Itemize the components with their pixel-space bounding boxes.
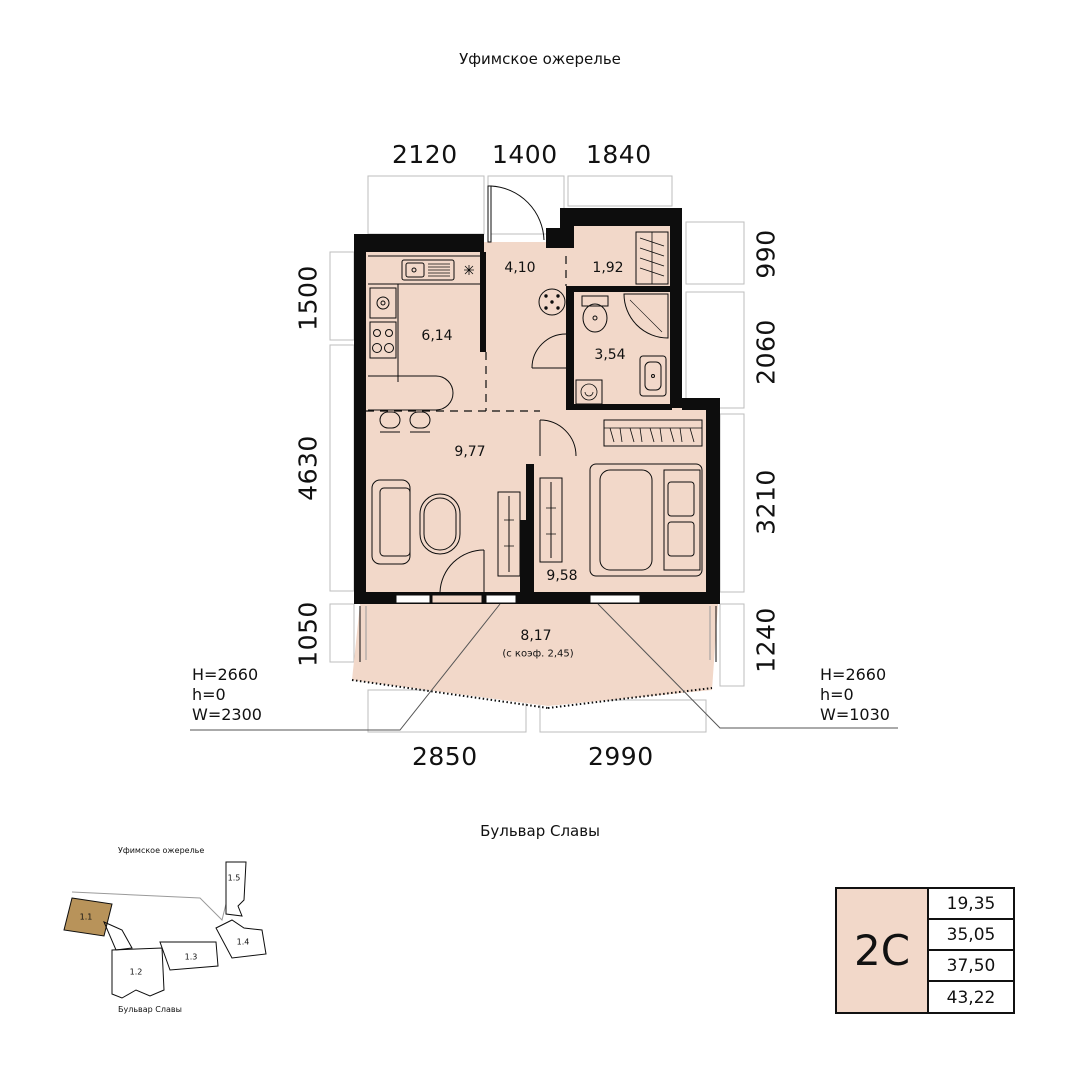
room-area-living: 9,77 — [454, 444, 486, 460]
site-map-street-bottom: Бульвар Славы — [118, 1005, 182, 1014]
site-map-street-top: Уфимское ожерелье — [118, 846, 205, 855]
balcony-floor — [352, 604, 718, 706]
street-bottom: Бульвар Славы — [480, 822, 600, 840]
bedroom-furniture — [539, 419, 703, 577]
window-spec-left: H=2660 h=0 W=2300 — [192, 665, 262, 725]
window-spec-right-height: H=2660 — [820, 665, 887, 684]
interior-doors — [439, 333, 577, 593]
dim-top-1: 2120 — [392, 140, 458, 169]
windows — [395, 594, 641, 604]
balcony-outline — [351, 606, 717, 709]
area-without-balcony: 35,05 — [929, 920, 1013, 951]
area-total: 37,50 — [929, 951, 1013, 982]
entry-door — [487, 185, 545, 243]
hall-fixtures — [538, 288, 566, 316]
site-section-1.3 — [159, 941, 219, 971]
room-area-bathroom: 3,54 — [594, 347, 626, 363]
site-section-1.1 — [63, 897, 113, 937]
dim-bottom-2: 2990 — [588, 742, 654, 771]
window-spec-right-width: W=1030 — [820, 705, 890, 724]
balcony-coefficient: (с коэф. 2,45) — [502, 648, 574, 660]
site-label-1.2: 1.2 — [129, 967, 143, 977]
window-spec-left-sill: h=0 — [192, 685, 226, 704]
room-area-hall: 4,10 — [504, 260, 536, 276]
window-leaders — [190, 603, 898, 731]
apartment-info-table: 2С 19,35 35,05 37,50 43,22 — [835, 887, 1015, 1014]
site-label-1.4: 1.4 — [236, 937, 250, 947]
dim-top-3: 1840 — [586, 140, 652, 169]
zone-lines — [366, 256, 567, 412]
dim-top-2: 1400 — [492, 140, 558, 169]
area-total-with-balcony: 43,22 — [946, 987, 996, 1008]
apartment-code: 2С — [837, 889, 929, 1012]
bathroom-fixtures — [575, 293, 669, 405]
room-area-storage: 1,92 — [592, 260, 624, 276]
area-living: 19,35 — [929, 889, 1013, 920]
street-top: Уфимское ожерелье — [459, 50, 621, 68]
window-spec-left-height: H=2660 — [192, 665, 259, 684]
window-spec-left-width: W=2300 — [192, 705, 262, 724]
site-section-1.2 — [111, 947, 165, 999]
living-furniture — [371, 479, 521, 577]
window-spec-right: H=2660 h=0 W=1030 — [820, 665, 890, 725]
site-label-1.3: 1.3 — [184, 952, 198, 962]
site-label-1.5: 1.5 — [227, 873, 241, 883]
window-spec-right-sill: h=0 — [820, 685, 854, 704]
site-label-1.1: 1.1 — [79, 912, 93, 922]
storage-shelving — [635, 231, 669, 285]
dim-bottom-1: 2850 — [412, 742, 478, 771]
room-area-balcony: 8,17 — [520, 628, 552, 644]
site-section-1.5 — [225, 861, 247, 917]
site-section-1.4 — [215, 919, 267, 959]
room-area-bedroom: 9,58 — [546, 568, 578, 584]
room-area-kitchen: 6,14 — [421, 328, 453, 344]
kitchen-fixtures — [368, 255, 482, 433]
